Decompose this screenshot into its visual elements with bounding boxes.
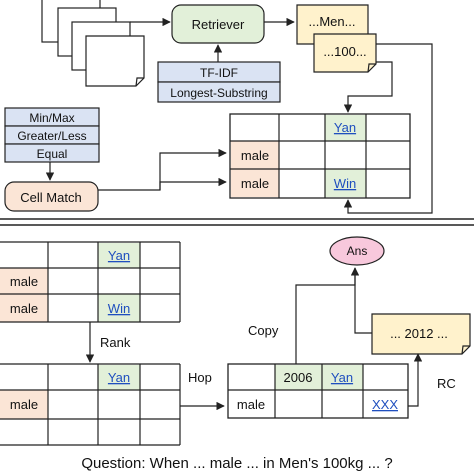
cellmatch-to-row2-arrow — [159, 177, 227, 190]
passages-to-table-arrow — [343, 61, 393, 113]
t1-cell-yan[interactable]: Yan — [108, 248, 130, 263]
rc-label: RC — [437, 376, 456, 391]
t2-cell-yan[interactable]: Yan — [108, 370, 130, 385]
bottom-table-2 — [0, 363, 181, 446]
top-cell-male-2: male — [241, 176, 269, 191]
op-minmax-label: Min/Max — [29, 111, 74, 125]
cell-match-box — [4, 181, 99, 212]
hop-label: Hop — [188, 370, 212, 385]
rc-arrow — [408, 353, 423, 407]
op-equal-box — [4, 143, 100, 163]
top-cell-win[interactable]: Win — [334, 176, 356, 191]
t3-cell-yan[interactable]: Yan — [331, 370, 353, 385]
t3-cell-2006: 2006 — [284, 370, 313, 385]
t1-cell-male-2: male — [10, 301, 38, 316]
op-greaterless-label: Greater/Less — [17, 129, 86, 143]
copy-arrow — [295, 267, 360, 364]
tfidf-label: TF-IDF — [200, 66, 238, 80]
t1-cell-win[interactable]: Win — [108, 301, 130, 316]
passage-to-ans-line — [354, 268, 372, 334]
t3-cell-xxx[interactable]: XXX — [372, 397, 398, 412]
longest-substring-label: Longest-Substring — [170, 86, 267, 100]
passage-100-label: ...100... — [323, 44, 366, 59]
answer-passage — [371, 313, 471, 355]
bottom-table-1 — [0, 241, 181, 323]
retriever-label: Retriever — [192, 17, 245, 32]
retrieved-passage-2 — [313, 33, 377, 73]
top-table — [229, 113, 411, 199]
cell-match-label: Cell Match — [20, 190, 81, 205]
longest-substring-box — [157, 81, 281, 103]
passage-2012-label: ... 2012 ... — [390, 326, 448, 341]
top-cell-yan[interactable]: Yan — [334, 120, 356, 135]
rank-label: Rank — [100, 335, 131, 350]
t2-cell-male: male — [10, 397, 38, 412]
passages-feedback-arrow — [343, 43, 433, 214]
t3-cell-male: male — [237, 397, 265, 412]
t1-cell-male-1: male — [10, 274, 38, 289]
ans-node — [329, 236, 385, 266]
op-equal-label: Equal — [37, 147, 68, 161]
question-text: Question: When ... male ... in Men's 100… — [81, 455, 392, 472]
retriever-box — [171, 4, 265, 44]
bottom-table-3 — [227, 363, 409, 419]
copy-label: Copy — [248, 323, 279, 338]
passage-men-label: ...Men... — [309, 14, 356, 29]
document-stack — [41, 0, 145, 87]
ans-label: Ans — [347, 244, 368, 258]
top-cell-male-1: male — [241, 148, 269, 163]
cellmatch-to-row1-arrow — [98, 148, 227, 191]
